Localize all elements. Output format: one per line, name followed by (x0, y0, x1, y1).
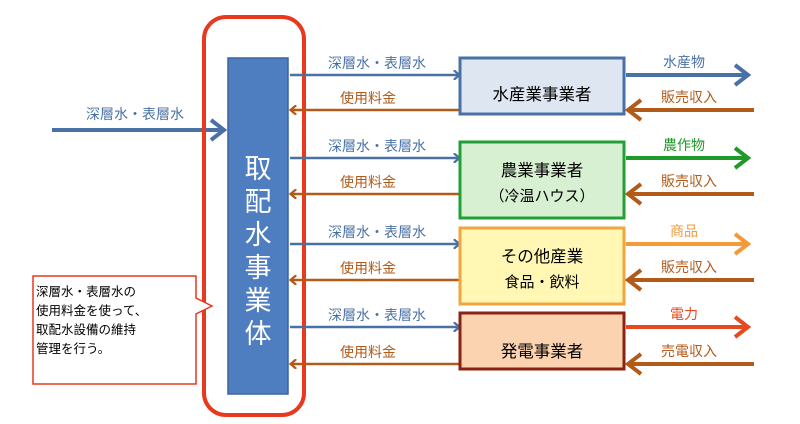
note-line: 取配水設備の維持 (36, 322, 137, 337)
revenue-arrowhead (624, 98, 643, 122)
revenue-label: 売電収入 (661, 344, 717, 360)
revenue-arrowhead (624, 352, 643, 376)
revenue-label: 販売収入 (661, 90, 717, 106)
fee-label: 使用料金 (340, 344, 396, 361)
central-body-box (227, 57, 289, 395)
business-rows: 深層水・表層水使用料金水産業事業者水産物販売収入深層水・表層水使用料金農業事業者… (290, 55, 754, 376)
central-body-char: 配 (245, 187, 272, 218)
fee-label: 使用料金 (340, 174, 396, 191)
central-body-char: 取 (245, 154, 272, 185)
central-body-char: 業 (245, 286, 272, 317)
product-label: 商品 (670, 224, 698, 240)
water-flow-label: 深層水・表層水 (328, 308, 426, 324)
revenue-arrowhead (624, 182, 643, 206)
product-label: 電力 (670, 307, 698, 323)
product-arrowhead (733, 146, 752, 170)
note-line: 使用料金を使って、 (36, 303, 148, 318)
business-name: その他産業 (501, 247, 584, 266)
note-line: 管理を行う。 (36, 341, 111, 356)
central-body-char: 水 (245, 220, 272, 251)
business-name: 水産業事業者 (493, 85, 592, 104)
input-arrow (52, 118, 228, 142)
input-arrow-label: 深層水・表層水 (86, 107, 184, 123)
product-arrowhead (733, 232, 752, 256)
fee-label: 使用料金 (340, 260, 396, 277)
business-box (458, 226, 626, 306)
note-text: 深層水・表層水の 使用料金を使って、 取配水設備の維持 管理を行う。 (36, 282, 186, 358)
business-box (458, 56, 626, 116)
business-subname: 食品・飲料 (504, 273, 579, 291)
business-name: 農業事業者 (501, 161, 584, 180)
business-subname: （冷温ハウス） (489, 187, 594, 205)
revenue-arrowhead (624, 268, 643, 292)
central-body-char: 事 (245, 253, 272, 284)
product-label: 水産物 (663, 55, 705, 71)
product-arrowhead (733, 63, 752, 87)
central-body-highlight (202, 15, 306, 417)
central-body-char: 体 (245, 319, 272, 350)
business-box (458, 140, 626, 220)
fee-label: 使用料金 (340, 90, 396, 107)
note-callout (32, 275, 214, 385)
water-flow-label: 深層水・表層水 (328, 225, 426, 241)
revenue-label: 販売収入 (661, 260, 717, 276)
business-box (458, 311, 626, 371)
water-flow-label: 深層水・表層水 (328, 139, 426, 155)
product-label: 農作物 (663, 138, 705, 154)
revenue-label: 販売収入 (661, 174, 717, 190)
water-flow-label: 深層水・表層水 (328, 56, 426, 72)
product-arrowhead (733, 315, 752, 339)
business-name: 発電事業者 (501, 342, 584, 361)
note-line: 深層水・表層水の (36, 284, 137, 299)
